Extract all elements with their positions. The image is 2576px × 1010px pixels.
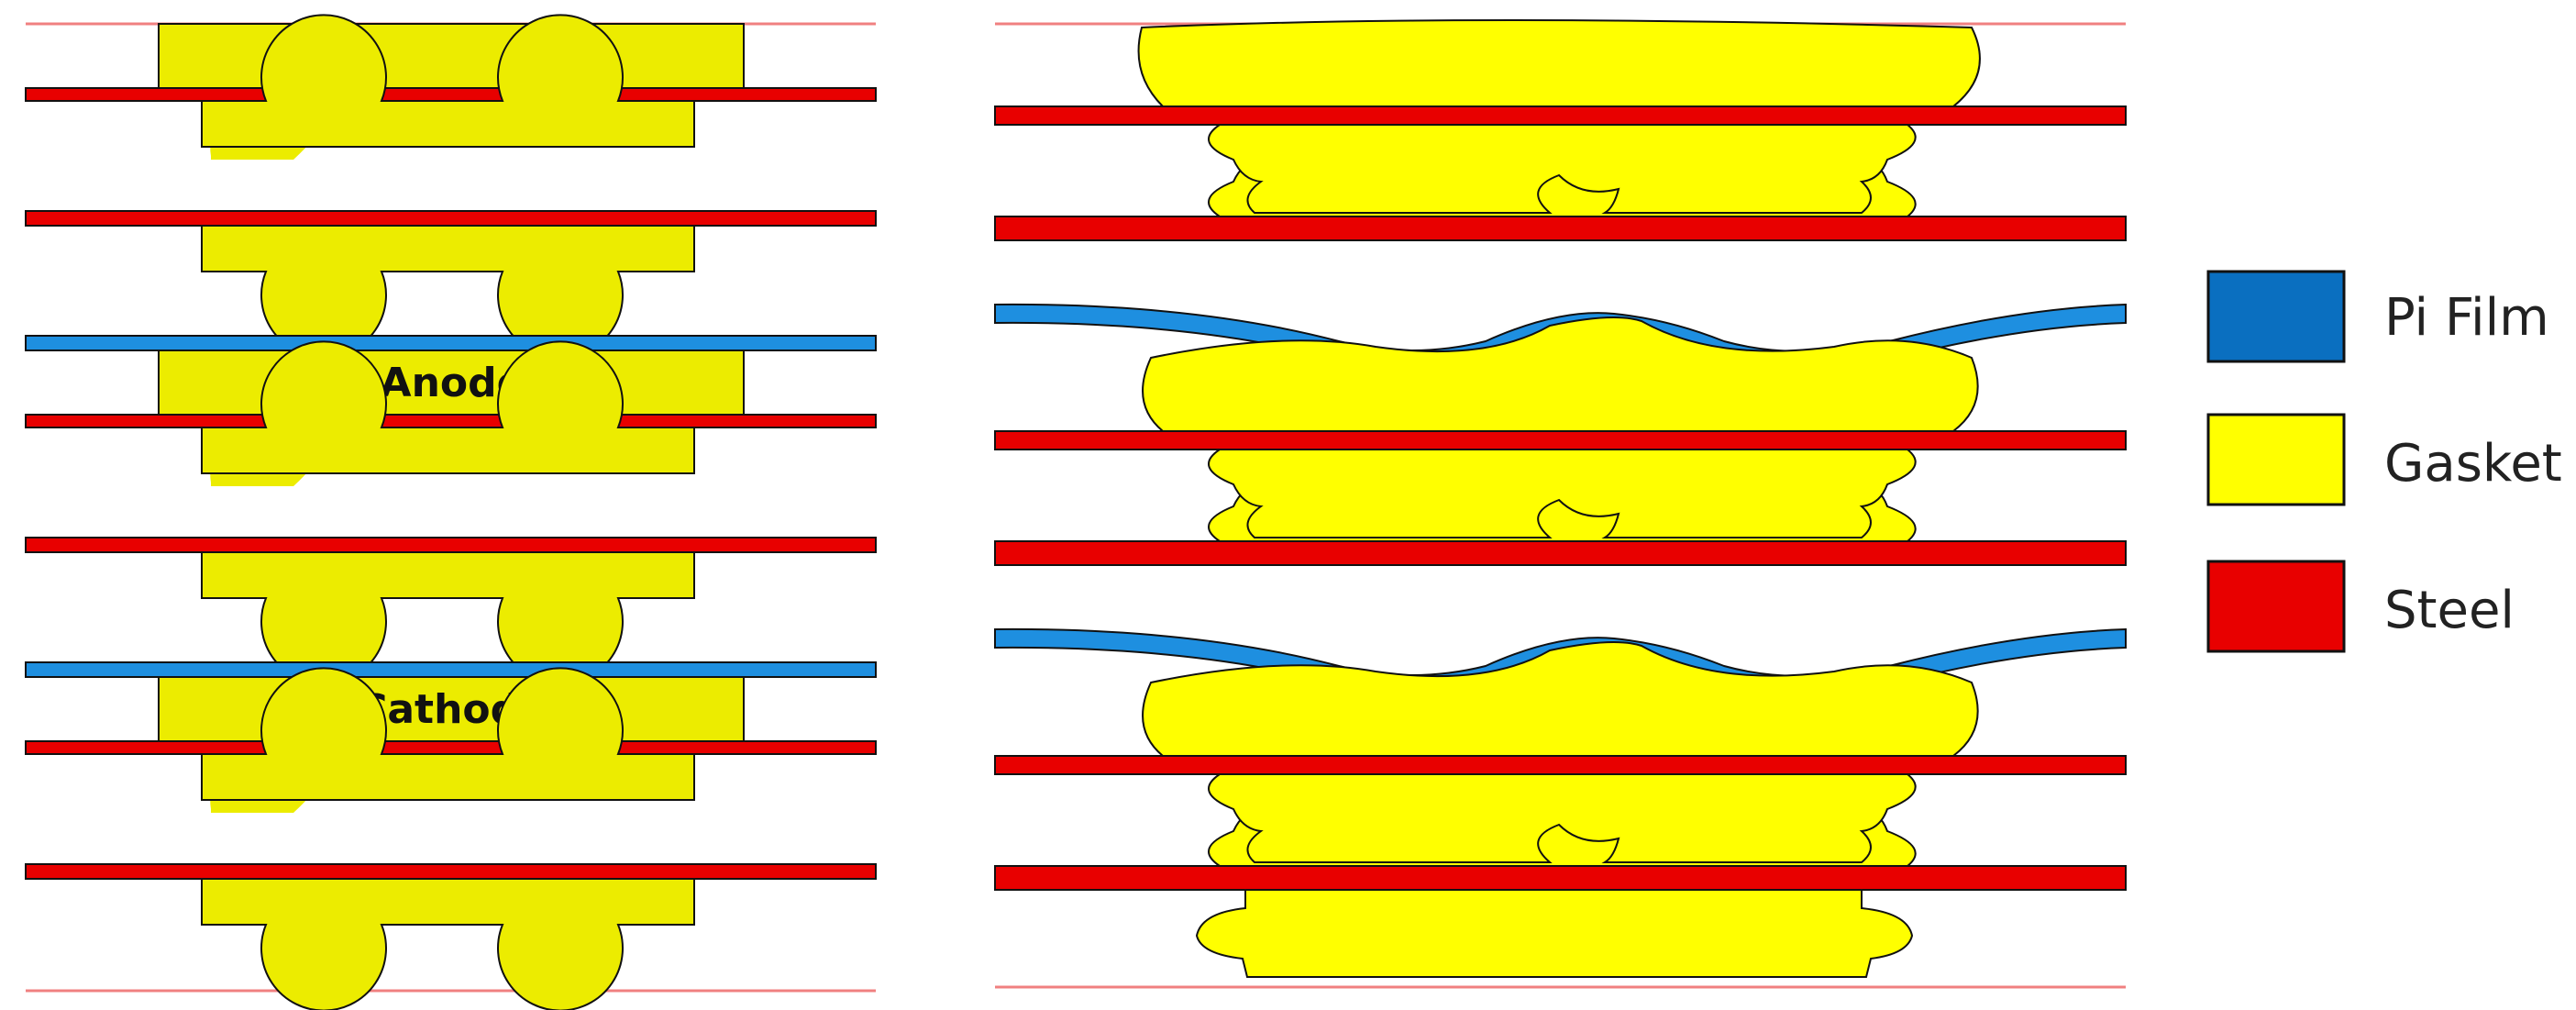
steel-plate [994,216,2127,241]
steel-plate [25,414,877,428]
legend-item-pi-film: Pi Film [2206,270,2549,363]
steel-legend-label: Steel [2384,581,2515,640]
gasket-legend-label: Gasket [2384,434,2562,494]
gasket-block-top [158,23,745,89]
gasket-unit-compressed [1208,449,1917,542]
steel-plate [994,540,2127,566]
steel-plate [994,430,2127,450]
steel-plate [994,105,2127,126]
gasket-swatch [2206,413,2346,506]
anode-block-compressed [1142,316,1979,432]
gasket-block-top [1137,19,1981,107]
steel-plate [25,863,877,880]
anode-block [158,350,745,416]
steel-plate [25,87,877,102]
legend: Pi Film Gasket Steel [2206,270,2562,653]
pi-film-legend-label: Pi Film [2384,288,2549,348]
steel-plate [25,210,877,227]
cathode-block-compressed [1142,641,1979,757]
right-diagram-compressed [994,19,2127,989]
gasket-bottom-lobe [1195,889,1914,978]
pi-film-layer [25,661,877,678]
gasket-unit-compressed [1208,124,1917,217]
pi-film-swatch [2206,270,2346,363]
legend-item-gasket: Gasket [2206,413,2562,506]
legend-item-steel: Steel [2206,560,2515,653]
pi-film-layer [25,335,877,351]
steel-plate [25,537,877,553]
steel-plate [994,755,2127,775]
left-diagram-uncompressed: Anode Cathode [25,14,877,1010]
steel-plate [25,740,877,755]
gasket-unit-compressed [1208,773,1917,867]
steel-swatch [2206,560,2346,653]
steel-plate [994,865,2127,891]
